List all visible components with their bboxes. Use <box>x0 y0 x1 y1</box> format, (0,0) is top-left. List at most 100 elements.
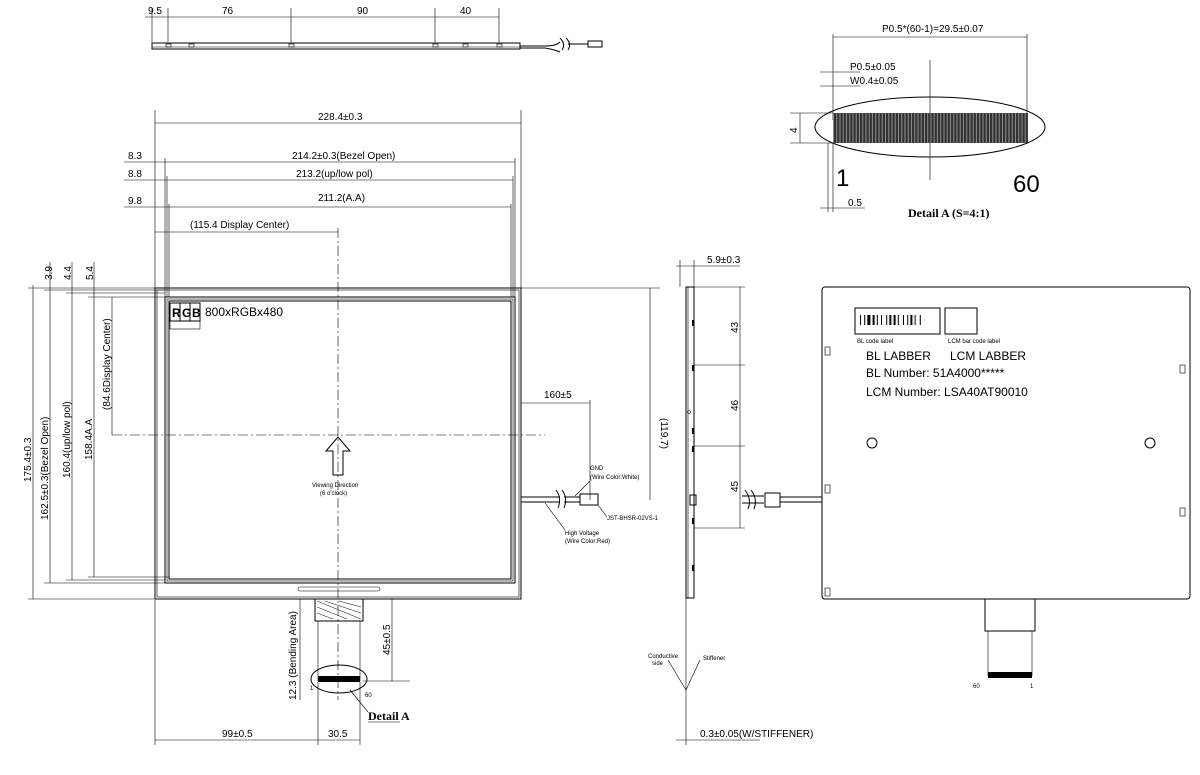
mounting-hole <box>1144 437 1156 449</box>
gnd-color-label: (Wire Color:White) <box>590 475 639 481</box>
display-center-x-label: (115.4 Display Center) <box>190 220 289 231</box>
detail-pin-stripe <box>840 113 843 143</box>
detail-pin-stripe <box>837 113 840 143</box>
fpc-pin-60: 60 <box>365 693 372 699</box>
gap-0-5-label: 0.5 <box>848 198 862 209</box>
pitch-total-label: P0.5*(60-1)=29.5±0.07 <box>882 24 984 35</box>
detail-pin-stripe <box>925 113 928 143</box>
viewing-direction-arrow-icon <box>324 436 352 476</box>
detail-a-view: P0.5*(60-1)=29.5±0.07 P0.5±0.05 W0.4±0.0… <box>789 24 1046 220</box>
bezel-open-height-label: 162.5±0.3(Bezel Open) <box>40 417 51 520</box>
side-view: 5.9±0.3 43 46 45 Conductive side Stiffen… <box>648 255 813 745</box>
barcode-bar <box>903 315 904 325</box>
detail-pin-1: 1 <box>836 165 849 192</box>
width-label: W0.4±0.05 <box>850 76 899 87</box>
back-pin-1: 1 <box>1030 684 1034 690</box>
back-tab-left <box>824 484 831 494</box>
top-view-tab <box>496 43 503 48</box>
detail-a-ref-label: Detail A <box>368 709 410 723</box>
resolution-label: 800xRGBx480 <box>205 305 283 319</box>
barcode-bar <box>907 315 909 325</box>
detail-pin-stripe <box>960 113 963 143</box>
aa-height-label: 158.4A.A <box>84 419 95 460</box>
side-dim-43: 43 <box>730 321 741 333</box>
detail-pin-stripe <box>1019 113 1022 143</box>
barcode-bar <box>886 315 888 325</box>
top-view-tab <box>165 43 172 48</box>
back-cable-break-symbol <box>742 489 764 510</box>
back-fpc-top <box>984 598 1036 632</box>
dim-90: 90 <box>357 6 369 17</box>
viewing-direction-label: Viewing Direction <box>312 483 358 489</box>
detail-pin-stripe <box>1012 113 1015 143</box>
side-view-module <box>685 286 695 599</box>
detail-pin-stripe <box>1003 113 1006 143</box>
fpc-pin-1: 1 <box>310 686 314 692</box>
barcode-bar <box>897 315 899 325</box>
pol-width-label: 213.2(up/low pol) <box>296 169 373 180</box>
detail-pin-stripe <box>850 113 853 143</box>
detail-pin-stripe <box>993 113 996 143</box>
detail-pin-stripe <box>866 113 869 143</box>
detail-pin-stripe <box>876 113 879 143</box>
overall-width-label: 228.4±0.3 <box>318 112 363 123</box>
detail-pin-stripe <box>834 113 837 143</box>
detail-pin-stripe <box>899 113 902 143</box>
aa-offset-label: 9.8 <box>128 196 142 207</box>
back-cable-connector <box>764 492 781 508</box>
top-view-tab <box>462 43 469 48</box>
conductive-label: Conductive <box>648 654 679 660</box>
barcode-bar <box>893 315 896 325</box>
cable-break-symbol <box>555 489 567 509</box>
display-center-y-label: (84.6Display Center) <box>102 318 113 410</box>
back-cable-wires <box>780 496 822 503</box>
lcm-labber: LCM LABBER <box>950 349 1026 363</box>
cable-length-label: 160±5 <box>544 390 572 401</box>
pitch-label: P0.5±0.05 <box>850 62 896 73</box>
detail-pin-stripe <box>902 113 905 143</box>
fpc-hatch <box>316 600 362 620</box>
fpc-contacts <box>318 676 360 682</box>
detail-pin-stripe <box>1022 113 1025 143</box>
detail-pin-stripe <box>977 113 980 143</box>
bl-code-label-box <box>854 307 941 335</box>
fpc-width-label: 30.5 <box>328 729 348 740</box>
detail-pin-60: 60 <box>1013 171 1040 198</box>
top-view-tab <box>288 43 295 48</box>
detail-pin-stripe <box>908 113 911 143</box>
bl-labber: BL LABBER <box>866 349 931 363</box>
lcm-number: LCM Number: LSA40AT90010 <box>866 385 1028 399</box>
barcode-bar <box>914 315 916 325</box>
detail-pin-stripe <box>941 113 944 143</box>
detail-pin-stripe <box>889 113 892 143</box>
lcm-code-label: LCM bar code label <box>948 339 1000 345</box>
barcode-bar <box>881 315 882 325</box>
active-area <box>168 300 512 580</box>
top-offset-5-4: 5.4 <box>85 266 96 280</box>
top-view-connector <box>587 40 603 48</box>
thickness-label: 5.9±0.3 <box>707 255 741 266</box>
detail-pin-stripe <box>860 113 863 143</box>
bottom-slot <box>297 586 381 592</box>
back-fpc-tail <box>987 630 1033 677</box>
barcode-icon <box>860 315 921 325</box>
detail-pin-stripe <box>1016 113 1019 143</box>
side-dim-46: 46 <box>730 399 741 411</box>
top-view-cable <box>520 41 561 47</box>
back-pin-60: 60 <box>973 684 980 690</box>
detail-pin-stripe <box>853 113 856 143</box>
high-voltage-label: High Voltage <box>565 531 600 537</box>
barcode-bar <box>872 315 875 325</box>
back-tab-left <box>824 587 831 597</box>
detail-pin-stripe <box>921 113 924 143</box>
bezel-open-area <box>164 296 516 584</box>
barcode-bar <box>864 315 866 325</box>
rgb-g: G <box>182 306 191 320</box>
side-view-connector <box>689 494 697 506</box>
bl-number: BL Number: 51A4000***** <box>866 366 1005 380</box>
detail-pin-stripe <box>895 113 898 143</box>
detail-pin-stripe <box>999 113 1002 143</box>
barcode-bar <box>876 315 878 325</box>
barcode-bar <box>919 315 921 325</box>
detail-pin-stripe <box>928 113 931 143</box>
